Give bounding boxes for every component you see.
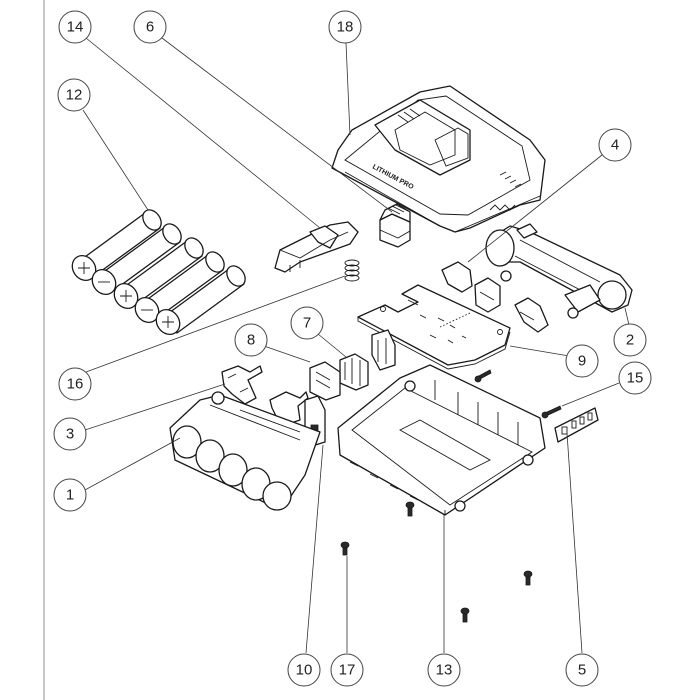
connector-strap-b-part [269, 391, 309, 425]
housing-screw-part [340, 541, 350, 556]
callout-10: 10 [287, 653, 321, 687]
screw [474, 369, 492, 383]
callout-number: 5 [578, 662, 586, 679]
callout-number: 8 [247, 332, 255, 349]
screw [460, 607, 470, 623]
callout-3: 3 [53, 417, 87, 451]
leader-5 [566, 432, 583, 654]
upper-cell-holder-part [485, 223, 633, 319]
leader-12 [82, 109, 149, 211]
leader-15 [561, 382, 620, 407]
lower-cell-holder-part [169, 391, 321, 511]
callout-number: 16 [67, 376, 84, 393]
leader-16 [85, 275, 346, 373]
leader-8 [263, 345, 311, 363]
terminal-contact-b-part [309, 361, 341, 401]
callout-number: 7 [303, 315, 311, 332]
callout-1: 1 [53, 478, 87, 512]
frame-border [43, 0, 45, 700]
screw [523, 570, 533, 586]
bottom-housing-part [337, 364, 546, 516]
battery-latch-part [274, 221, 359, 273]
callout-7: 7 [290, 306, 324, 340]
callout-12: 12 [57, 78, 91, 112]
callout-15: 15 [618, 361, 652, 395]
battery-cell [155, 265, 246, 335]
callout-number: 17 [339, 662, 356, 679]
battery-cell [134, 251, 225, 323]
latch-spring-part [344, 259, 360, 282]
release-button-part [379, 203, 411, 248]
battery-cell [113, 237, 204, 309]
callout-18: 18 [328, 10, 362, 44]
battery-cell [91, 223, 182, 295]
leader-6 [161, 37, 393, 213]
callout-8: 8 [234, 323, 268, 357]
battery-cells-part [71, 209, 246, 335]
callout-number: 18 [337, 19, 354, 36]
leader-14 [85, 37, 321, 229]
leader-18 [345, 42, 351, 136]
leader-2 [624, 307, 630, 326]
leader-7 [317, 333, 347, 358]
callout-16: 16 [58, 367, 92, 401]
callout-13: 13 [427, 653, 461, 687]
callout-9: 9 [565, 344, 599, 378]
leader-4 [467, 154, 603, 263]
callout-number: 10 [296, 662, 313, 679]
leader-3 [84, 383, 226, 431]
callout-number: 2 [626, 332, 634, 349]
terminal-contact-a-part [339, 353, 369, 391]
callout-number: 6 [146, 19, 154, 36]
leader-1 [84, 437, 181, 491]
callout-5: 5 [565, 653, 599, 687]
callout-number: 1 [66, 487, 74, 504]
callout-17: 17 [330, 653, 364, 687]
callout-number: 12 [66, 87, 83, 104]
callout-2: 2 [613, 323, 647, 357]
callout-number: 9 [578, 353, 586, 370]
leader-lines [82, 37, 630, 654]
callout-6: 6 [133, 10, 167, 44]
callout-number: 15 [627, 370, 644, 387]
callout-number: 14 [67, 19, 84, 36]
callout-number: 13 [436, 662, 453, 679]
screw [405, 501, 415, 517]
pcb-contact-part [371, 329, 396, 371]
callout-4: 4 [598, 128, 632, 162]
battery-cell [71, 209, 162, 281]
callout-14: 14 [58, 10, 92, 44]
terminal-clip-part [441, 261, 549, 333]
callout-number: 4 [611, 137, 619, 154]
indicator-screw-part [541, 405, 562, 419]
cell-connector-strap-part [221, 365, 263, 405]
callout-number: 3 [66, 426, 74, 443]
leader-10 [305, 444, 324, 654]
circuit-board-part [357, 284, 511, 370]
led-indicator-panel-part [554, 407, 599, 443]
top-cover-part: LITHIUM PRO [331, 85, 546, 233]
